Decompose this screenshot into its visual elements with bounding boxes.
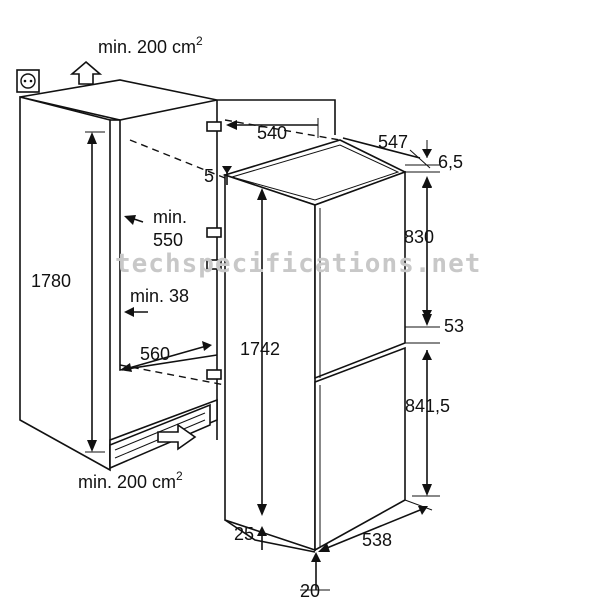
depth-540-label: 540: [257, 123, 287, 143]
watermark: techspecifications.net: [115, 249, 481, 279]
base-20-label: 20: [300, 581, 320, 600]
air-flow-up-arrow-icon: [69, 60, 103, 85]
projection-lines: [119, 119, 341, 386]
niche-width-label: 560: [140, 344, 170, 364]
width-547-label: 547: [378, 132, 408, 152]
door-gap-label: 53: [444, 316, 464, 336]
offset-6-5-label: 6,5: [438, 152, 463, 172]
width-538-label: 538: [362, 530, 392, 550]
lower-door-label: 841,5: [405, 396, 450, 416]
niche-depth-value-label: 550: [153, 230, 183, 250]
base-25-label: 25: [234, 524, 254, 544]
side-gap-label: min. 38: [130, 286, 189, 306]
appliance-body: [222, 139, 408, 553]
top-gap-label: 5: [204, 166, 214, 186]
niche-height-label: 1780: [31, 271, 71, 291]
dimension-lines: [85, 118, 440, 591]
ventilation-bottom-label: min. 200 cm2: [78, 469, 183, 492]
ventilation-top-label: min. 200 cm2: [98, 34, 203, 57]
body-height-label: 1742: [240, 339, 280, 359]
air-flow-in-arrow-icon: [157, 423, 197, 451]
upper-door-label: 830: [404, 227, 434, 247]
power-socket-icon: [16, 69, 40, 93]
hinges: [206, 121, 222, 380]
niche-depth-min-label: min.: [153, 207, 187, 227]
